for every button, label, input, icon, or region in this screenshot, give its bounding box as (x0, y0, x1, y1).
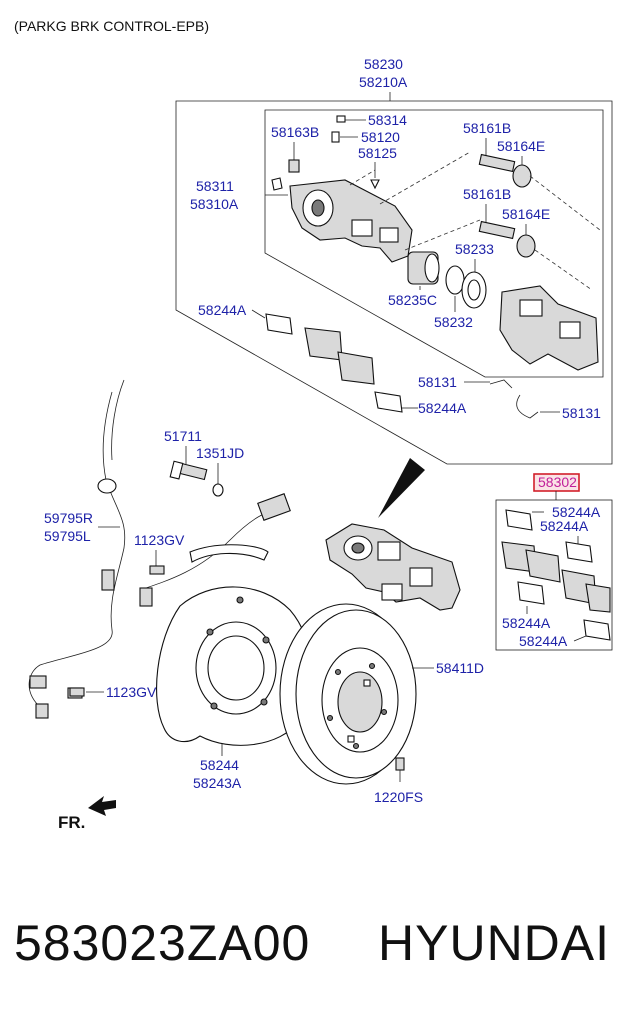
part-58163B-bolt (288, 159, 300, 173)
label-58411D[interactable]: 58411D (436, 660, 484, 676)
label-59795R[interactable]: 59795R (44, 510, 93, 526)
part-58164E-boot-1 (512, 164, 532, 188)
label-1220FS[interactable]: 1220FS (374, 789, 423, 805)
label-58125[interactable]: 58125 (358, 145, 397, 161)
part-58244A-clip-2 (374, 391, 403, 413)
label-58244A-1[interactable]: 58244A (198, 302, 247, 318)
label-58161B-2[interactable]: 58161B (463, 186, 511, 202)
part-58244A-clip-3 (505, 509, 533, 531)
label-1123GV-1[interactable]: 1123GV (134, 532, 185, 548)
label-59795L[interactable]: 59795L (44, 528, 91, 544)
diagram-title: (PARKG BRK CONTROL-EPB) (14, 18, 209, 34)
label-58244[interactable]: 58244 (200, 757, 239, 773)
part-58311-small-plug (271, 177, 283, 191)
part-58244A-clip-1 (265, 313, 293, 335)
part-kit-pad-4 (585, 583, 611, 613)
label-58131-2[interactable]: 58131 (562, 405, 601, 421)
label-58161B-1[interactable]: 58161B (463, 120, 511, 136)
part-brake-pad-inner (304, 327, 343, 361)
footer-brand: HYUNDAI (378, 915, 610, 971)
label-51711[interactable]: 51711 (164, 428, 202, 444)
part-carrier-bracket (499, 285, 599, 371)
caliper-subassembly-frame (264, 109, 604, 378)
part-58125-cap (370, 179, 380, 190)
part-58161B-pin-2 (478, 220, 516, 240)
part-58314-clip (336, 115, 346, 123)
front-arrow-icon (88, 796, 116, 816)
part-kit-pad-2 (525, 549, 561, 583)
label-1351JD[interactable]: 1351JD (196, 445, 244, 461)
label-58164E-2[interactable]: 58164E (502, 206, 550, 222)
part-58244A-clip-4 (565, 541, 593, 563)
part-58131-spring-2 (516, 394, 539, 419)
part-58244A-clip-6 (583, 619, 611, 641)
footer-part-number: 583023ZA00 (14, 915, 310, 971)
label-58244A-3[interactable]: 58244A (552, 504, 601, 520)
part-brake-pad-outer (337, 351, 375, 385)
label-58233[interactable]: 58233 (455, 241, 494, 257)
part-58161B-pin-1 (478, 153, 516, 173)
part-1220FS-screw (395, 757, 405, 771)
label-58244A-5[interactable]: 58244A (502, 615, 551, 631)
label-58302-highlight[interactable]: 58302 (538, 474, 577, 490)
part-59795-sensor-harness (28, 391, 126, 706)
label-58230[interactable]: 58230 (364, 56, 403, 72)
label-58120[interactable]: 58120 (361, 129, 400, 145)
label-58244A-6[interactable]: 58244A (519, 633, 568, 649)
label-58163B[interactable]: 58163B (271, 124, 319, 140)
part-58164E-boot-2 (516, 234, 536, 258)
label-58232[interactable]: 58232 (434, 314, 473, 330)
label-58244A-4[interactable]: 58244A (540, 518, 589, 534)
label-1123GV-2[interactable]: 1123GV (106, 684, 157, 700)
part-1351JD-washer (212, 483, 224, 497)
part-58232-seal (445, 265, 465, 295)
part-1123GV-bolt-1 (149, 565, 165, 575)
part-1123GV-bolt-2 (69, 687, 85, 697)
pad-kit-frame (495, 499, 613, 651)
label-58244A-2[interactable]: 58244A (418, 400, 467, 416)
caliper-assembly-frame (175, 100, 613, 465)
part-58244A-clip-5 (517, 581, 545, 605)
part-58120-bleeder (331, 131, 340, 143)
label-58164E-1[interactable]: 58164E (497, 138, 545, 154)
label-58210A[interactable]: 58210A (359, 74, 408, 90)
label-58311[interactable]: 58311 (196, 178, 234, 194)
label-58243A[interactable]: 58243A (193, 775, 242, 791)
label-58310A[interactable]: 58310A (190, 196, 239, 212)
assembly-pointer (378, 458, 425, 518)
label-58235C[interactable]: 58235C (388, 292, 437, 308)
part-58131-spring-1 (489, 379, 513, 389)
direction-label: FR. (58, 813, 85, 832)
label-58314[interactable]: 58314 (368, 112, 407, 128)
label-58131-1[interactable]: 58131 (418, 374, 457, 390)
pad-kit-highlight-box[interactable] (533, 473, 580, 492)
